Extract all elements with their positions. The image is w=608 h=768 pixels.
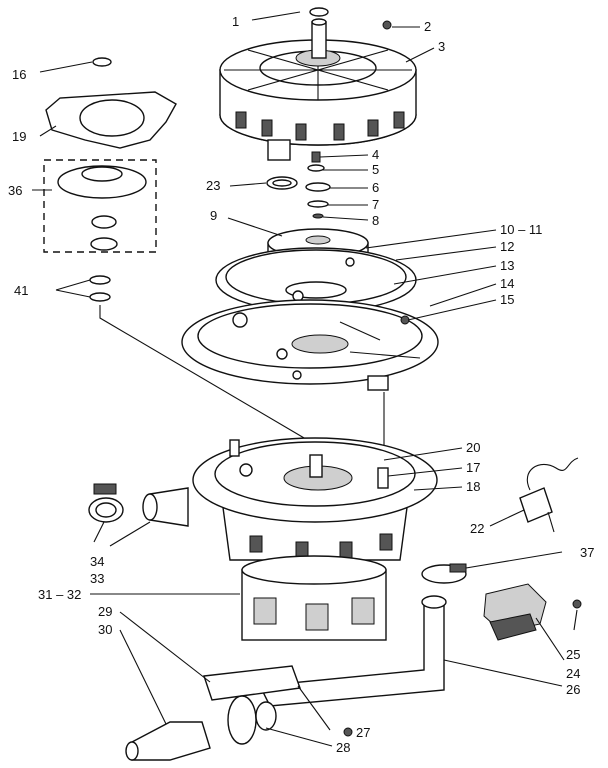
switch-24 (483, 583, 547, 641)
callout-18: 18 (466, 479, 480, 494)
callout-4: 4 (372, 147, 379, 162)
callout-17: 17 (466, 460, 480, 475)
callout-2: 2 (424, 19, 431, 34)
callout-15: 15 (500, 292, 514, 307)
motor-base (241, 555, 387, 641)
callout-5: 5 (372, 162, 379, 177)
screw-27 (343, 727, 353, 737)
callout-26: 26 (566, 682, 580, 697)
callout-20: 20 (466, 440, 480, 455)
callout-25: 25 (566, 647, 580, 662)
fitting-30 (125, 721, 211, 761)
callout-1: 1 (232, 14, 239, 29)
ring-16 (92, 57, 112, 67)
shaft-hardware (305, 151, 331, 219)
hose-connector-33 (142, 487, 189, 527)
callout-36: 36 (8, 183, 22, 198)
callout-16: 16 (12, 67, 26, 82)
leader-lines (32, 11, 578, 747)
screw-25 (572, 599, 582, 609)
callout-22: 22 (470, 521, 484, 536)
callout-3: 3 (438, 39, 445, 54)
callout-31-32: 31 – 32 (38, 587, 81, 602)
pump-housing (181, 299, 439, 391)
callout-7: 7 (372, 197, 379, 212)
pump-plate (215, 247, 417, 313)
screw-2 (382, 20, 392, 30)
callout-24: 24 (566, 666, 580, 681)
callout-labels: 1 2 3 4 5 6 7 8 9 10 – 11 12 13 14 15 16… (8, 14, 594, 755)
clamp-37 (421, 563, 467, 584)
callout-6: 6 (372, 180, 379, 195)
callout-34: 34 (90, 554, 104, 569)
o-rings-41 (89, 275, 111, 302)
callout-37: 37 (580, 545, 594, 560)
callout-23: 23 (206, 178, 220, 193)
callout-13: 13 (500, 258, 514, 273)
callout-27: 27 (356, 725, 370, 740)
callout-19: 19 (12, 129, 26, 144)
callout-33: 33 (90, 571, 104, 586)
seal-ring-23 (266, 176, 298, 190)
valve-28 (227, 695, 277, 745)
callout-8: 8 (372, 213, 379, 228)
callout-30: 30 (98, 622, 112, 637)
callout-41: 41 (14, 283, 28, 298)
callout-28: 28 (336, 740, 350, 755)
gasket-19 (45, 91, 177, 149)
callout-29: 29 (98, 604, 112, 619)
callout-14: 14 (500, 276, 514, 291)
screw-15 (400, 315, 410, 325)
callout-9: 9 (210, 208, 217, 223)
seal-housing-36 (43, 159, 157, 253)
callout-10-11: 10 – 11 (500, 222, 542, 237)
motor-assembly (219, 7, 417, 161)
clamp-34 (88, 483, 124, 523)
callout-12: 12 (500, 239, 514, 254)
pump-base (192, 437, 438, 561)
sensor-22 (519, 457, 579, 533)
